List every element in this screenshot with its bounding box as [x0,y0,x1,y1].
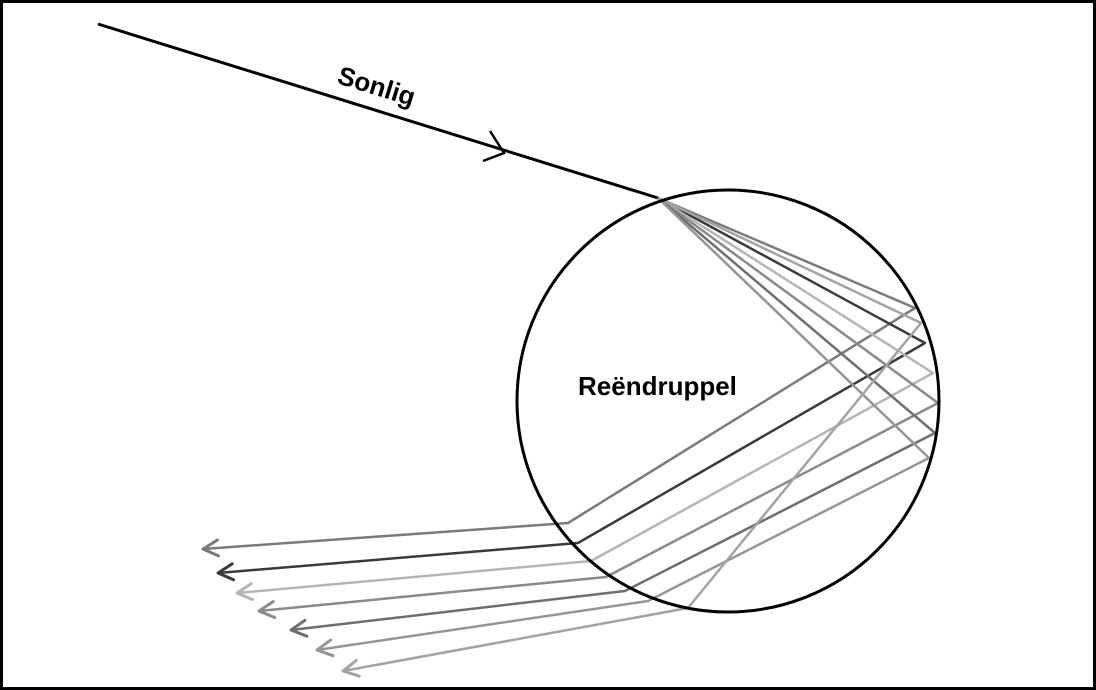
incoming-ray-arrowhead [482,130,506,163]
raindrop-label: Reëndruppel [578,371,737,401]
ray-arrowhead [235,582,255,602]
ray-arrowhead [201,538,220,558]
rainbow-refraction-diagram: Sonlig Reëndruppel [97,22,941,678]
ray-arrowhead [257,600,277,619]
ray-arrowhead [216,562,236,582]
ray-path [316,197,931,652]
ray-arrowhead [341,658,361,678]
ray-path [290,197,937,632]
ray-arrowhead [315,638,335,658]
ray-path [342,196,923,673]
ray-path [217,196,927,575]
incoming-sunlight-ray [97,22,659,200]
ray-arrowhead [289,618,309,638]
sunlight-label: Sonlig [334,60,419,112]
ray-path [258,196,940,613]
ray-paths [201,196,940,678]
ray-path [236,196,935,595]
raindrop-circle [515,188,941,614]
ray-path [202,196,917,551]
